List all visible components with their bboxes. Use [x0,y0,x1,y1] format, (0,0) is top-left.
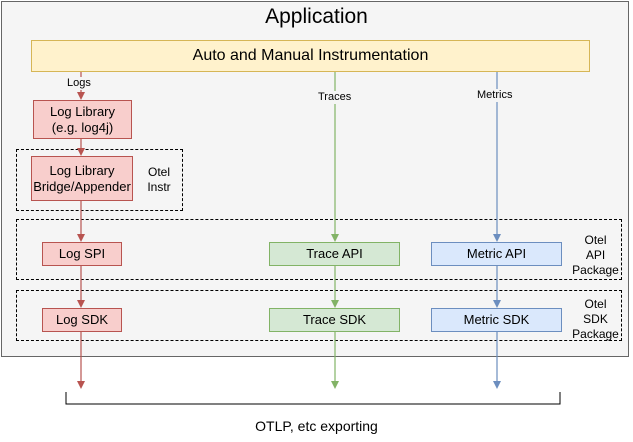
otel-instr-line2: Instr [147,180,171,194]
trace-api-label: Trace API [306,246,363,261]
log-bridge-line2: Bridge/Appender [33,178,131,194]
metric-sdk-box: Metric SDK [431,308,562,332]
otel-api-line3: Package [572,263,619,277]
export-bracket [65,392,561,405]
log-library-line2: (e.g. log4j) [51,119,114,135]
instrumentation-label: Auto and Manual Instrumentation [192,47,429,64]
log-sdk-label: Log SDK [55,312,109,327]
log-library-line1: Log Library [49,103,116,119]
otel-api-package-group [16,219,622,280]
log-spi-label: Log SPI [58,246,106,261]
otel-api-line1: Otel [584,233,607,247]
metric-api-label: Metric API [466,246,527,261]
otel-instr-group [16,149,183,211]
otel-instr-line1: Otel [147,165,170,179]
exporting-label: OTLP, etc exporting [255,418,378,434]
otel-sdk-line3: Package [572,327,619,341]
logs-label: Logs [67,77,91,90]
trace-sdk-box: Trace SDK [269,308,400,332]
trace-api-box: Trace API [269,242,400,266]
otel-sdk-package-group [16,290,622,341]
otel-api-line2: API [585,248,606,262]
otel-sdk-line1: Otel [584,297,607,311]
otel-sdk-package-label: Otel SDK Package [568,297,623,342]
application-title: Application [265,5,368,28]
log-sdk-box: Log SDK [42,308,122,332]
instrumentation-bar: Auto and Manual Instrumentation [31,40,590,72]
log-library-box: Log Library (e.g. log4j) [33,100,132,139]
log-bridge-line1: Log Library [49,162,115,178]
log-spi-box: Log SPI [42,242,122,266]
otel-api-package-label: Otel API Package [568,233,623,278]
metrics-label: Metrics [477,89,513,102]
traces-label: Traces [318,91,352,104]
metric-sdk-label: Metric SDK [463,312,530,327]
otel-sdk-line2: SDK [583,312,608,326]
metric-api-box: Metric API [431,242,562,266]
log-bridge-box: Log Library Bridge/Appender [31,156,133,201]
otel-instr-label: Otel Instr [140,165,178,195]
trace-sdk-label: Trace SDK [302,312,367,327]
